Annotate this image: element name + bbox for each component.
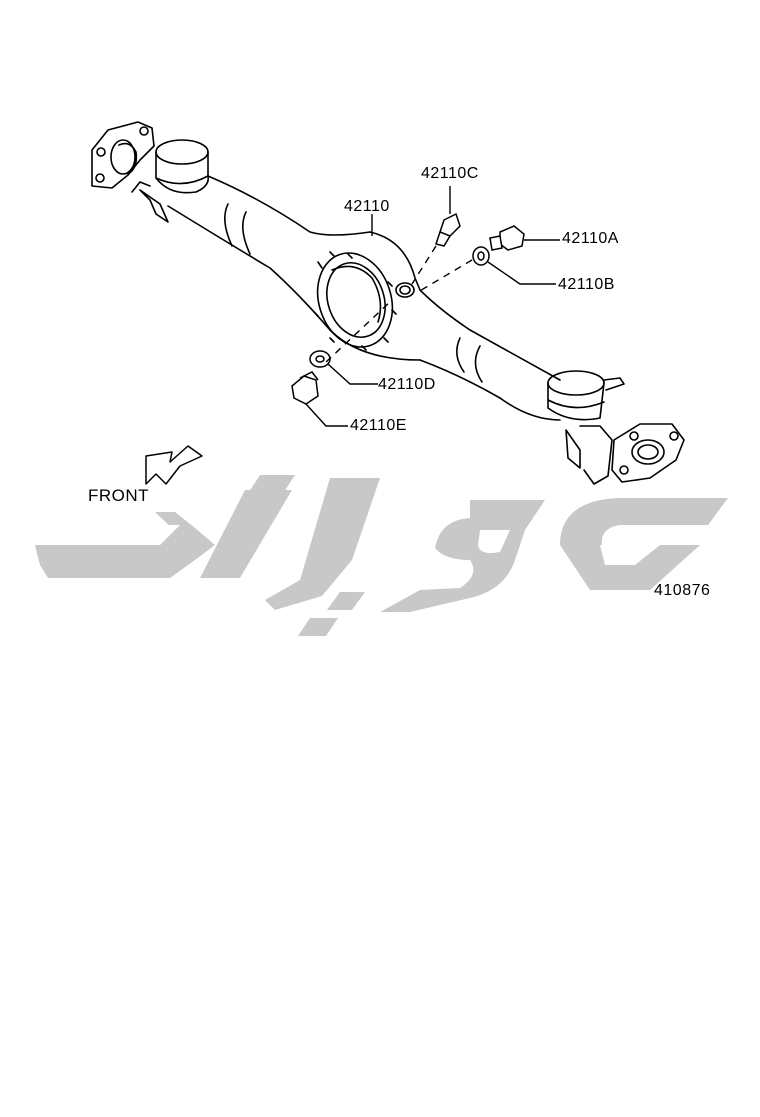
filler-plug-part — [291, 371, 319, 405]
front-arrow-icon — [145, 445, 203, 485]
axle-housing-drawing — [91, 121, 685, 485]
label-42110d: 42110D — [378, 376, 436, 393]
label-42110a: 42110A — [562, 230, 619, 247]
label-42110: 42110 — [344, 198, 390, 215]
front-label: FRONT — [88, 486, 150, 505]
filler-gasket-part — [309, 350, 331, 368]
breather-plug-part — [435, 212, 461, 247]
assembly-lines — [325, 245, 473, 363]
illustration-number: 410876 — [654, 582, 711, 599]
drain-plug-part — [489, 225, 525, 251]
watermark-logo — [35, 475, 728, 636]
leader-lines — [305, 186, 560, 427]
drain-gasket-part — [472, 246, 490, 266]
label-42110b: 42110B — [558, 276, 615, 293]
label-42110e: 42110E — [350, 417, 407, 434]
label-42110c: 42110C — [421, 165, 479, 182]
